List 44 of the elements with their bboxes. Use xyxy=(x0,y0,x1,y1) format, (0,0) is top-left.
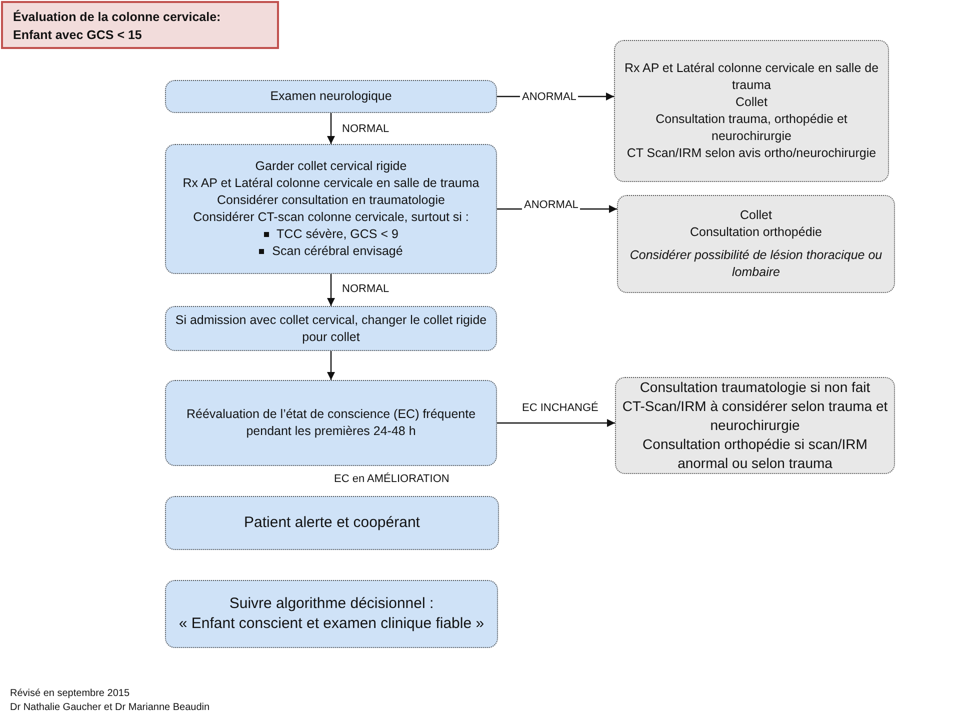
node-text: Considérer CT-scan colonne cervicale, surtout si : xyxy=(193,209,469,226)
arrow xyxy=(497,419,615,427)
process-box xyxy=(165,80,497,113)
revision-note: Révisé en septembre 2015 xyxy=(10,688,130,699)
edge-label: NORMAL xyxy=(340,283,392,295)
edge-label: EC INCHANGÉ xyxy=(520,402,600,414)
node-text: CT Scan/IRM selon avis ortho/neurochirurgie xyxy=(626,144,876,162)
author-note: Dr Nathalie Gaucher et Dr Marianne Beaudin xyxy=(10,702,210,713)
process-box xyxy=(165,580,498,648)
node-text: Patient alerte et coopérant xyxy=(244,512,420,533)
edge-label: ANORMAL xyxy=(520,91,578,103)
node-text: Consultation trauma, orthopédie et neurochirurgie xyxy=(654,111,848,145)
node-text: Collet xyxy=(736,94,768,111)
node-text: Consultation orthopédie xyxy=(690,224,822,241)
node-text: Considérer consultation en traumatologie xyxy=(217,192,445,209)
edge-label: ANORMAL xyxy=(522,199,580,211)
annotation-label: EC en AMÉLIORATION xyxy=(334,473,450,485)
node-text: Suivre algorithme décisionnel : xyxy=(229,594,434,614)
node-text: Si admission avec collet cervical, changer le collet rigide pour collet xyxy=(174,312,488,346)
arrow xyxy=(327,274,335,306)
node-text: Réévaluation de l’état de conscience (EC) fréquente pendant les premières 24-48 h xyxy=(185,406,477,440)
node-text: « Enfant conscient et examen clinique fiable » xyxy=(178,614,484,634)
node-text: Garder collet cervical rigide xyxy=(255,158,407,176)
node-text: TCC sévère, GCS < 9 xyxy=(276,226,398,243)
node-text: Considérer possibilité de lésion thoracique ou lombaire xyxy=(628,247,884,281)
node-text: CT-Scan/IRM à considérer selon trauma et neurochirurgie xyxy=(622,397,888,435)
action-box xyxy=(615,377,895,474)
process-box xyxy=(165,380,497,466)
node-text: Scan cérébral envisagé xyxy=(272,242,403,260)
node-text: Rx AP et Latéral colonne cervicale en salle de trauma xyxy=(623,60,880,94)
node-text: Collet xyxy=(740,207,772,224)
arrow xyxy=(327,113,335,144)
process-box xyxy=(165,496,499,550)
edge-label: NORMAL xyxy=(340,123,392,135)
process-box xyxy=(165,144,497,274)
action-box xyxy=(617,195,895,293)
node-text: Rx AP et Latéral colonne cervicale en salle de trauma xyxy=(182,175,480,192)
node-text: Consultation orthopédie si scan/IRM anormal ou selon trauma xyxy=(642,434,868,473)
node-text: Consultation traumatologie si non fait xyxy=(640,378,870,398)
action-box xyxy=(614,40,889,182)
node-text: Examen neurologique xyxy=(270,88,392,105)
title-box: Évaluation de la colonne cervicale: Enfant avec GCS < 15 xyxy=(1,1,279,49)
arrow xyxy=(327,351,335,380)
process-box xyxy=(165,306,497,351)
